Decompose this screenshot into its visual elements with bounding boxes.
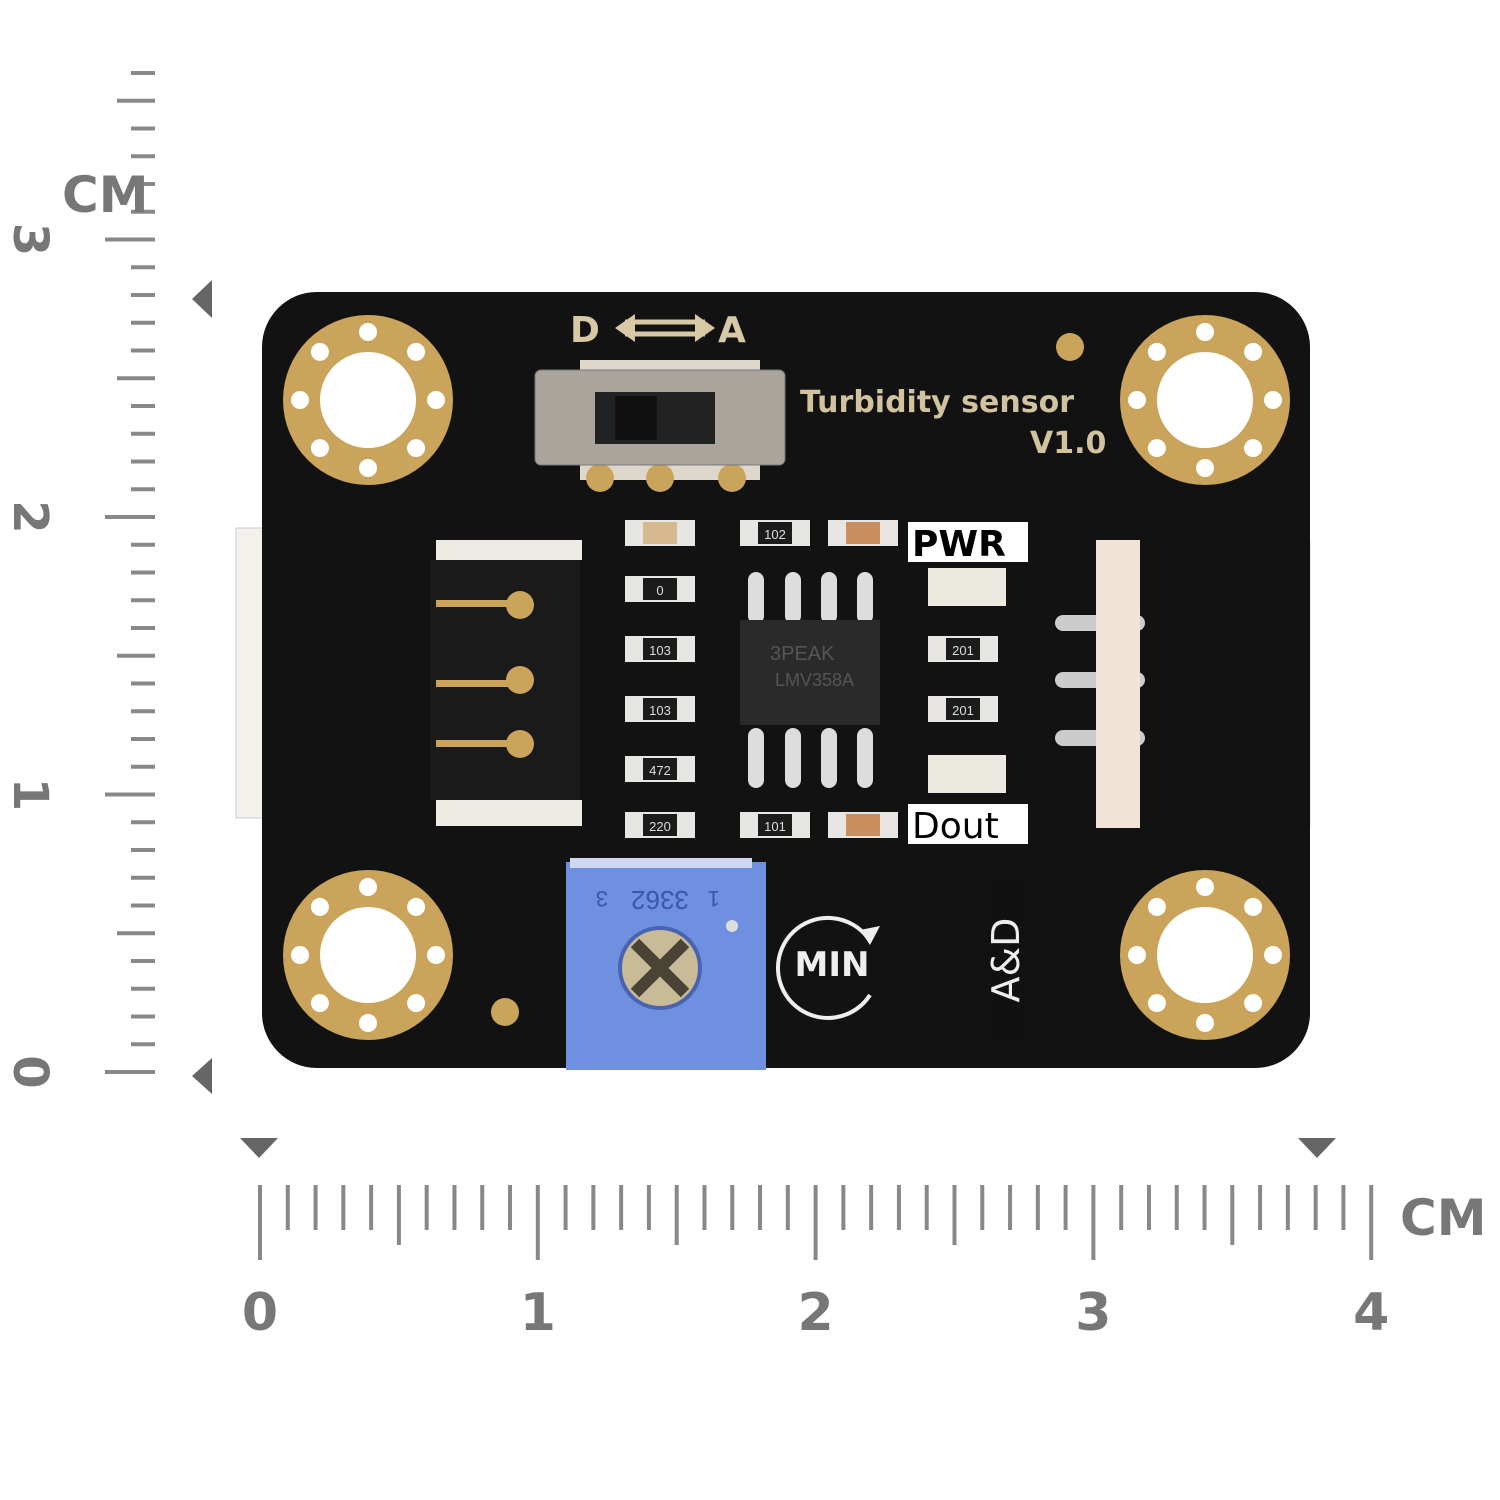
connector-pins-left xyxy=(436,591,534,758)
mounting-holes xyxy=(283,315,1290,1040)
pot-pin3: 3 xyxy=(596,886,608,911)
smd-part xyxy=(828,520,898,546)
smd-part: 103 xyxy=(625,636,695,662)
op-amp-chip: 3PEAK LMV358A xyxy=(740,572,880,788)
mounting-hole xyxy=(1120,870,1290,1040)
svg-text:103: 103 xyxy=(649,703,671,718)
dout-led xyxy=(928,755,1006,793)
ruler-label: 3 xyxy=(2,223,58,256)
horizontal-ruler: 0 1 2 3 4 xyxy=(242,1185,1389,1343)
min-label: MIN xyxy=(795,945,870,985)
mounting-hole xyxy=(1120,315,1290,485)
pot-pin1: 1 xyxy=(708,886,720,911)
svg-text:472: 472 xyxy=(649,763,671,778)
mounting-hole xyxy=(283,315,453,485)
pot-marking: 3362 xyxy=(631,885,689,915)
smd-part xyxy=(625,520,695,546)
pwr-label-box xyxy=(908,522,1028,562)
svg-text:103: 103 xyxy=(649,643,671,658)
potentiometer[interactable] xyxy=(566,858,766,1070)
switch-label-a: A xyxy=(718,310,746,351)
switch-label-d: D xyxy=(570,310,600,351)
ruler-label: 0 xyxy=(242,1283,278,1343)
smd-components: 102 0 103 103 472 220 101 201 201 xyxy=(625,520,998,838)
double-arrow-icon xyxy=(615,314,715,342)
smd-part: 103 xyxy=(625,696,695,722)
mode-label-group: A&D xyxy=(984,880,1028,1040)
ruler-label: 3 xyxy=(1075,1283,1111,1343)
smd-part: 220 xyxy=(625,812,695,838)
slide-switch[interactable] xyxy=(534,360,786,492)
vertical-ruler-unit: CM xyxy=(62,166,148,224)
smd-part: 101 xyxy=(740,812,810,838)
mode-label: A&D xyxy=(984,918,1028,1003)
pwr-label: PWR xyxy=(912,524,1006,565)
ruler-label: 1 xyxy=(520,1283,556,1343)
dout-label: Dout xyxy=(912,806,999,847)
svg-text:220: 220 xyxy=(649,819,671,834)
svg-text:101: 101 xyxy=(764,819,786,834)
dout-label-box xyxy=(908,804,1028,844)
svg-text:201: 201 xyxy=(952,643,974,658)
svg-text:102: 102 xyxy=(764,527,786,542)
smd-part: 201 xyxy=(928,696,998,722)
svg-text:0: 0 xyxy=(656,583,663,598)
ruler-label: 0 xyxy=(2,1055,58,1088)
rotate-min-icon xyxy=(775,915,880,1020)
smd-part: 0 xyxy=(625,576,695,602)
chip-part: LMV358A xyxy=(775,670,854,690)
via-pad xyxy=(1056,333,1084,361)
board-version: V1.0 xyxy=(1030,426,1106,461)
marker-triangle-top xyxy=(192,280,212,318)
svg-text:201: 201 xyxy=(952,703,974,718)
board-title: Turbidity sensor xyxy=(800,385,1074,420)
smd-part xyxy=(828,812,898,838)
via-pad xyxy=(491,998,519,1026)
ruler-label: 4 xyxy=(1353,1283,1389,1343)
mounting-hole xyxy=(283,870,453,1040)
smd-part: 102 xyxy=(740,520,810,546)
marker-triangle-left xyxy=(240,1138,278,1158)
vertical-ruler: 0 1 2 3 xyxy=(2,71,155,1089)
smd-part: 201 xyxy=(928,636,998,662)
ruler-label: 1 xyxy=(2,778,58,811)
horizontal-ruler-unit: CM xyxy=(1400,1189,1486,1247)
smd-part: 472 xyxy=(625,756,695,782)
marker-triangle-right xyxy=(1298,1138,1336,1158)
marker-triangle-bottom xyxy=(192,1058,212,1094)
chip-brand: 3PEAK xyxy=(770,643,835,665)
ruler-label: 2 xyxy=(798,1283,834,1343)
pwr-led xyxy=(928,568,1006,606)
ruler-label: 2 xyxy=(2,500,58,533)
